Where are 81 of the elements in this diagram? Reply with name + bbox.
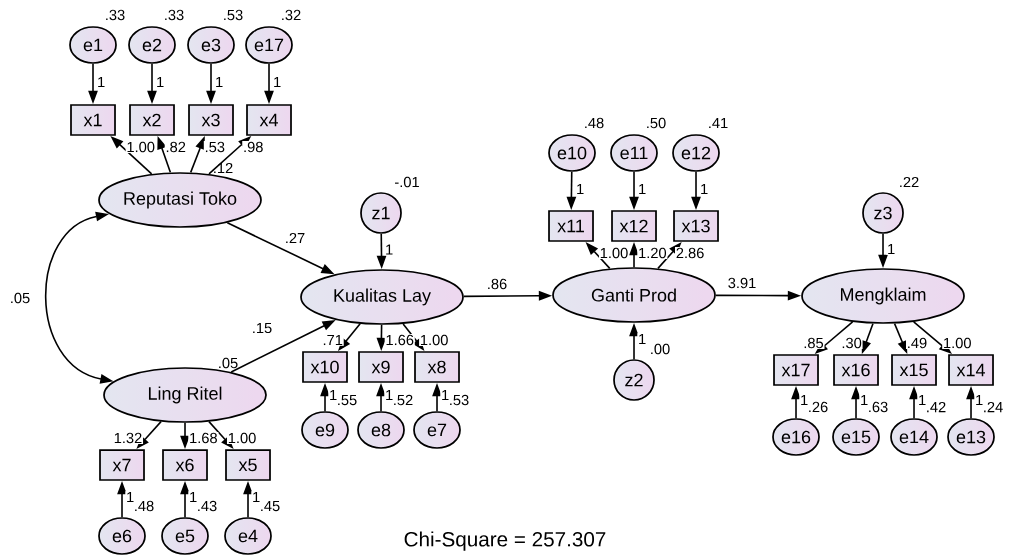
indicator-box: x8 — [414, 351, 460, 383]
edge-label: 1 — [917, 394, 928, 406]
variance-label: .33 — [106, 9, 125, 21]
indicator-box: x10 — [302, 351, 348, 383]
edge-label: .82 — [164, 141, 187, 153]
variance-label: .26 — [809, 401, 828, 413]
edge-label: 1.66 — [384, 334, 415, 346]
edge-label: 1 — [637, 333, 648, 345]
indicator-box: x12 — [611, 210, 657, 242]
variance-label: .50 — [647, 117, 666, 129]
edge-label: 1.00 — [419, 334, 450, 346]
edge-label: 1 — [251, 491, 262, 503]
edge-label: .85 — [802, 337, 825, 349]
edge-label: 1 — [125, 491, 136, 503]
edge-label: 1.00 — [226, 432, 258, 444]
indicator-box: x17 — [773, 354, 819, 386]
edge-label: .49 — [905, 337, 928, 349]
variance-label: .42 — [927, 401, 946, 413]
edge-label: 1 — [974, 394, 985, 406]
edge-label: 1 — [272, 76, 283, 88]
chi-square-label: Chi-Square = 257.307 — [404, 531, 606, 551]
edge-label: 1 — [328, 389, 339, 401]
variance-label: .63 — [869, 401, 888, 413]
edge-label: .27 — [284, 232, 306, 244]
variance-label: .32 — [282, 9, 301, 21]
edge-label: 1 — [886, 243, 897, 255]
variance-label: .00 — [651, 343, 670, 355]
edge-label: .05 — [9, 292, 31, 304]
indicator-box: x15 — [891, 354, 937, 386]
indicator-box: x3 — [188, 104, 234, 136]
variance-label: .33 — [165, 9, 184, 21]
edge-label: 1.20 — [637, 247, 668, 259]
edge-label: 1 — [799, 394, 810, 406]
indicator-box: x7 — [99, 449, 145, 481]
edge-label: 1 — [859, 394, 870, 406]
edge-label: .53 — [203, 141, 226, 153]
variance-label: .24 — [984, 401, 1003, 413]
indicator-box: x9 — [358, 351, 404, 383]
variance-label: .48 — [135, 500, 154, 512]
variance-label: .22 — [900, 176, 919, 188]
indicator-box: x14 — [948, 354, 994, 386]
edge-label: 1 — [384, 243, 395, 256]
variance-label: -.01 — [395, 176, 419, 188]
indicator-box: x16 — [833, 354, 879, 386]
variance-label: .45 — [261, 500, 280, 512]
indicator-box: x6 — [162, 449, 208, 481]
variance-label: .52 — [394, 394, 413, 406]
edge-label: 2.86 — [675, 247, 706, 259]
variance-label: .05 — [219, 357, 238, 369]
indicator-box: x11 — [548, 210, 594, 242]
variance-label: .48 — [585, 117, 604, 129]
edge-label: 1 — [575, 183, 586, 195]
edge-label: .30 — [840, 337, 863, 349]
edge-label: 1.00 — [125, 141, 156, 153]
indicator-box: x2 — [129, 104, 175, 136]
edge-label: .71 — [321, 334, 344, 346]
edge-label: 1.00 — [598, 247, 630, 259]
variance-label: .53 — [224, 9, 243, 21]
edge-label: 1 — [155, 76, 166, 88]
variance-label: .43 — [198, 500, 217, 512]
indicator-box: x5 — [225, 449, 271, 481]
edge-label: 1 — [384, 389, 395, 401]
edge-label: 1 — [188, 491, 199, 503]
edge-label: 1 — [214, 76, 225, 88]
edge-label: 1 — [440, 389, 451, 401]
edge-label: 1.68 — [188, 432, 219, 444]
indicator-box: x13 — [673, 210, 719, 242]
indicator-box: x4 — [246, 104, 292, 136]
edge-label: .86 — [486, 278, 508, 290]
variance-label: .55 — [338, 394, 357, 406]
edge-label: .98 — [242, 141, 265, 153]
variance-label: .53 — [450, 394, 469, 406]
edge-label: .15 — [251, 322, 273, 334]
variance-label: .41 — [709, 117, 728, 129]
edge-label: 1.32 — [112, 432, 144, 444]
edge-label: 1 — [96, 76, 107, 88]
indicator-box: x1 — [70, 104, 116, 136]
edge-label: 1 — [637, 183, 648, 195]
edge-label: 3.91 — [726, 277, 758, 289]
edge-label: 1.00 — [942, 337, 973, 349]
edge-label: 1 — [699, 183, 710, 195]
